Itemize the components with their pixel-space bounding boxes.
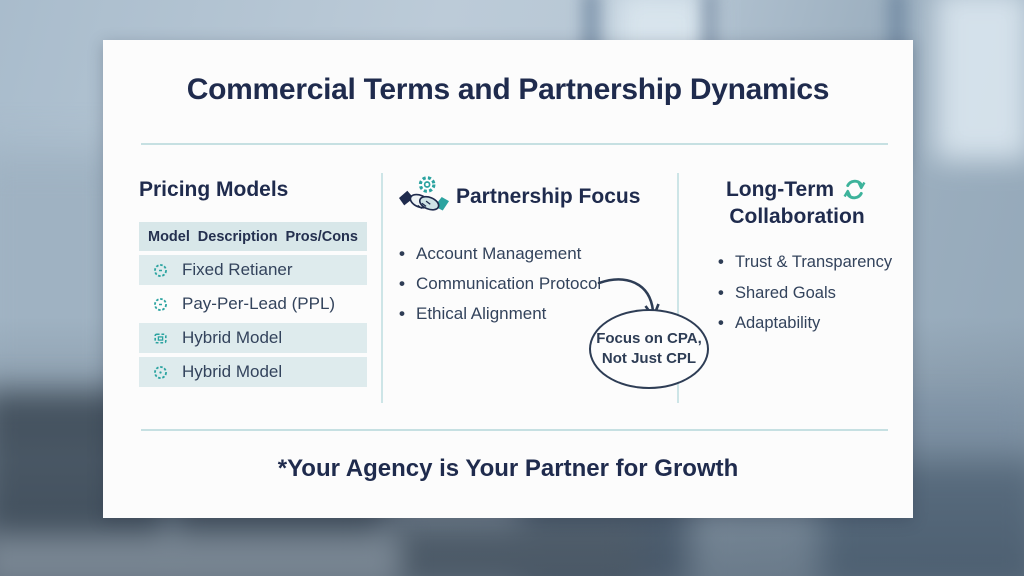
cpa-callout-oval: Focus on CPA, Not Just CPL	[589, 309, 709, 389]
collaboration-heading-line2: Collaboration	[729, 205, 865, 228]
footer-divider	[141, 429, 888, 431]
table-row-label: Hybrid Model	[182, 328, 283, 347]
table-row: Fixed Retianer	[139, 255, 367, 285]
partnership-heading: Partnership Focus	[456, 185, 641, 208]
pricing-heading: Pricing Models	[139, 178, 289, 201]
bullet-item: Account Management	[399, 239, 671, 269]
table-row-label: Fixed Retianer	[182, 260, 293, 279]
bullet-item: Shared Goals	[718, 278, 899, 309]
gear-circle-icon	[154, 297, 167, 311]
partnership-bullets: Account Management Communication Protoco…	[399, 239, 671, 329]
gear-circle-icon	[154, 365, 167, 379]
pricing-table: Model Description Pros/Cons Fixed Retian…	[139, 222, 367, 387]
table-row-label: Hybrid Model	[182, 362, 283, 381]
table-row: Hybrid Model	[139, 323, 367, 353]
slide-footer: *Your Agency is Your Partner for Growth	[277, 455, 739, 482]
gear-circle-icon	[154, 263, 167, 277]
title-divider	[141, 143, 888, 145]
collaboration-heading-line1: Long-Term	[725, 178, 835, 201]
partnership-column: Partnership Focus Account Management Com…	[399, 174, 671, 329]
collaboration-column: Long-Term Collaboration Trust & Transpar…	[695, 176, 899, 339]
partnership-header: Partnership Focus	[399, 174, 671, 220]
column-divider	[677, 173, 679, 403]
pricing-col-description: Description	[197, 228, 278, 245]
bullet-item: Communication Protocol	[399, 269, 671, 299]
table-row: Pay-Per-Lead (PPL)	[139, 289, 367, 319]
bullet-item: Trust & Transparency	[718, 247, 899, 278]
pricing-table-header-row: Model Description Pros/Cons	[139, 222, 367, 251]
column-divider	[381, 173, 383, 403]
callout-line1: Focus on CPA,	[596, 330, 702, 347]
callout-line2: Not Just CPL	[601, 350, 697, 367]
pricing-col-model: Model	[148, 228, 190, 245]
bullet-item: Adaptability	[718, 308, 899, 339]
table-row: Hybrid Model	[139, 357, 367, 387]
collaboration-bullets: Trust & Transparency Shared Goals Adapta…	[695, 247, 899, 339]
bullet-item: Ethical Alignment	[399, 299, 671, 329]
slide-card: Commercial Terms and Partnership Dynamic…	[103, 40, 913, 518]
gear-square-icon	[154, 332, 167, 344]
cycle-arrows-icon	[843, 179, 866, 200]
table-row-label: Pay-Per-Lead (PPL)	[182, 294, 336, 313]
pricing-col-proscons: Pros/Cons	[285, 228, 358, 245]
slide-title: Commercial Terms and Partnership Dynamic…	[186, 73, 830, 106]
handshake-gear-icon	[399, 176, 449, 211]
pricing-column: Pricing Models Model Description Pros/Co…	[139, 178, 371, 387]
collaboration-heading: Long-Term Collaboration	[695, 176, 899, 230]
